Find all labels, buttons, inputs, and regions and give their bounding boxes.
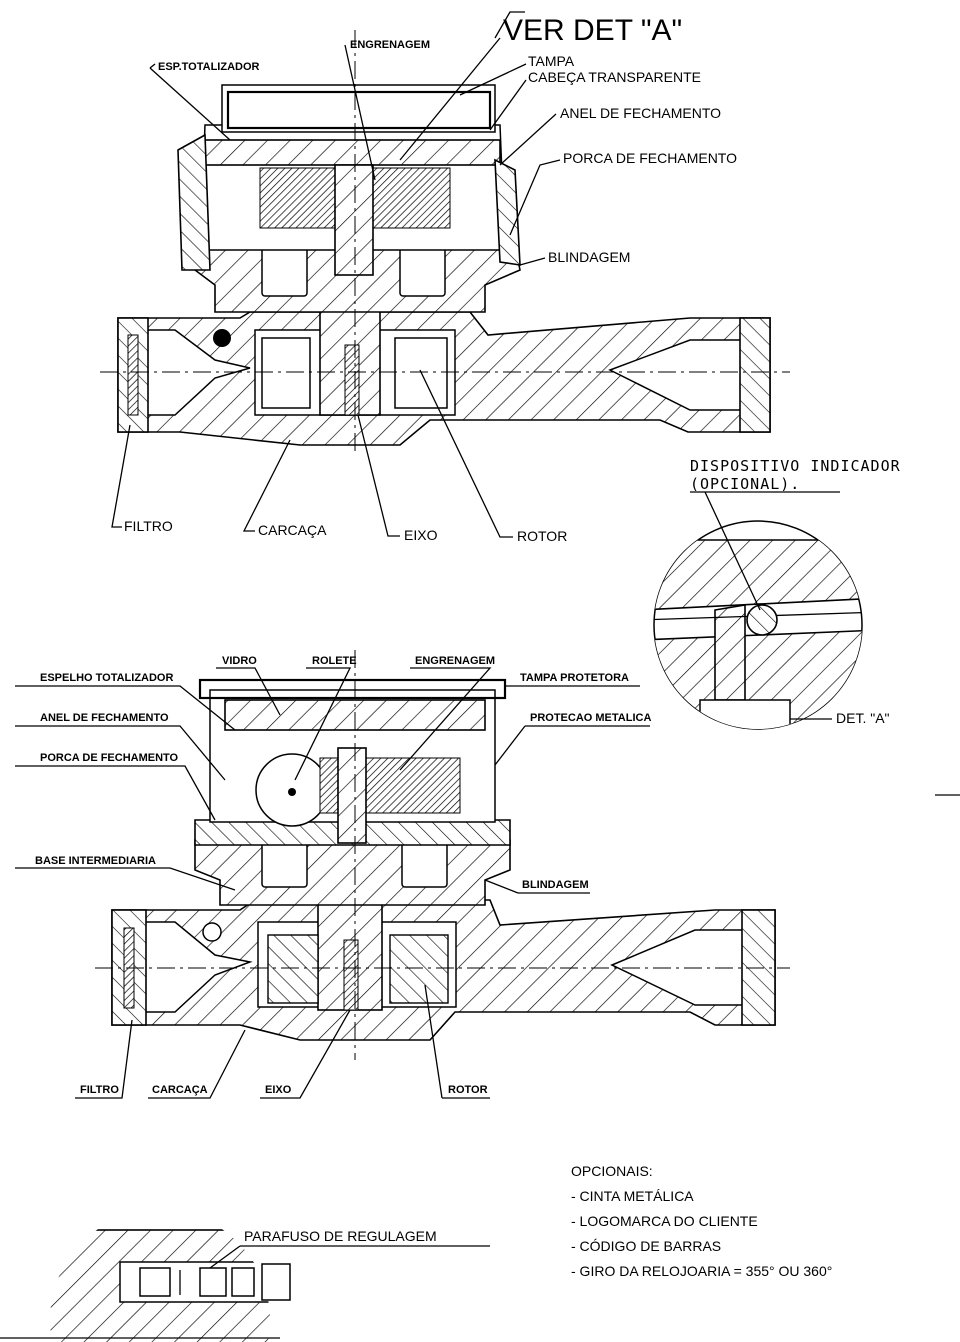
opcionais-title: OPCIONAIS: <box>571 1163 653 1179</box>
opcionais-item-1: - CINTA METÁLICA <box>571 1188 694 1204</box>
rolete-label: ROLETE <box>312 655 357 667</box>
base-intermediaria-label: BASE INTERMEDIARIA <box>35 855 156 867</box>
view3-partial: PARAFUSO DE REGULAGEM <box>0 1228 490 1342</box>
filtro-label-1: FILTRO <box>124 518 173 534</box>
protecao-metalica-label: PROTECAO METALICA <box>530 712 651 724</box>
engrenagem-label-2: ENGRENAGEM <box>415 655 495 667</box>
espelho-totalizador-label: ESPELHO TOTALIZADOR <box>40 672 173 684</box>
opcionais-item-2: - LOGOMARCA DO CLIENTE <box>571 1213 758 1229</box>
dispositivo-label: DISPOSITIVO INDICADOR <box>690 457 901 475</box>
blindagem-label-2: BLINDAGEM <box>522 879 589 891</box>
det-a-label: DET. "A" <box>836 710 890 726</box>
view1-labels: VER DET "A" ESP.TOTALIZADOR ENGRENAGEM T… <box>111 11 737 544</box>
carcaca-label-1: CARCAÇA <box>258 522 327 538</box>
parafuso-label: PARAFUSO DE REGULAGEM <box>244 1228 437 1244</box>
opcional-label: (OPCIONAL). <box>690 475 800 493</box>
carcaca-label-2: CARCAÇA <box>152 1084 208 1096</box>
view2-labels: ESPELHO TOTALIZADOR VIDRO ROLETE ENGRENA… <box>15 655 651 1099</box>
porca-fechamento-label-1: PORCA DE FECHAMENTO <box>563 150 737 166</box>
eixo-label-1: EIXO <box>404 527 438 543</box>
anel-fechamento-label-2: ANEL DE FECHAMENTO <box>40 712 169 724</box>
esp-totalizador-label: ESP.TOTALIZADOR <box>158 61 260 73</box>
opcionais-item-3: - CÓDIGO DE BARRAS <box>571 1238 721 1254</box>
cabeca-transparente-label: CABEÇA TRANSPARENTE <box>528 69 701 85</box>
eixo-label-2: EIXO <box>265 1084 292 1096</box>
vidro-label: VIDRO <box>222 655 257 667</box>
tampa-protetora-label: TAMPA PROTETORA <box>520 672 629 684</box>
porca-fechamento-label-2: PORCA DE FECHAMENTO <box>40 752 179 764</box>
filtro-label-2: FILTRO <box>80 1084 119 1096</box>
engrenagem-label-1: ENGRENAGEM <box>350 39 430 51</box>
opcionais-item-4: - GIRO DA RELOJOARIA = 355° OU 360° <box>571 1263 832 1279</box>
rotor-label-2: ROTOR <box>448 1084 488 1096</box>
view1-cross-section <box>100 30 790 455</box>
view2-cross-section <box>95 650 790 1060</box>
ver-det-label: VER DET "A" <box>503 14 682 47</box>
anel-fechamento-label-1: ANEL DE FECHAMENTO <box>560 105 721 121</box>
detail-a: DISPOSITIVO INDICADOR (OPCIONAL). DET. "… <box>653 457 960 796</box>
blindagem-label-1: BLINDAGEM <box>548 249 630 265</box>
opcionais-note: OPCIONAIS: - CINTA METÁLICA - LOGOMARCA … <box>571 1163 832 1279</box>
tampa-label: TAMPA <box>528 53 575 69</box>
rotor-label-1: ROTOR <box>517 528 567 544</box>
